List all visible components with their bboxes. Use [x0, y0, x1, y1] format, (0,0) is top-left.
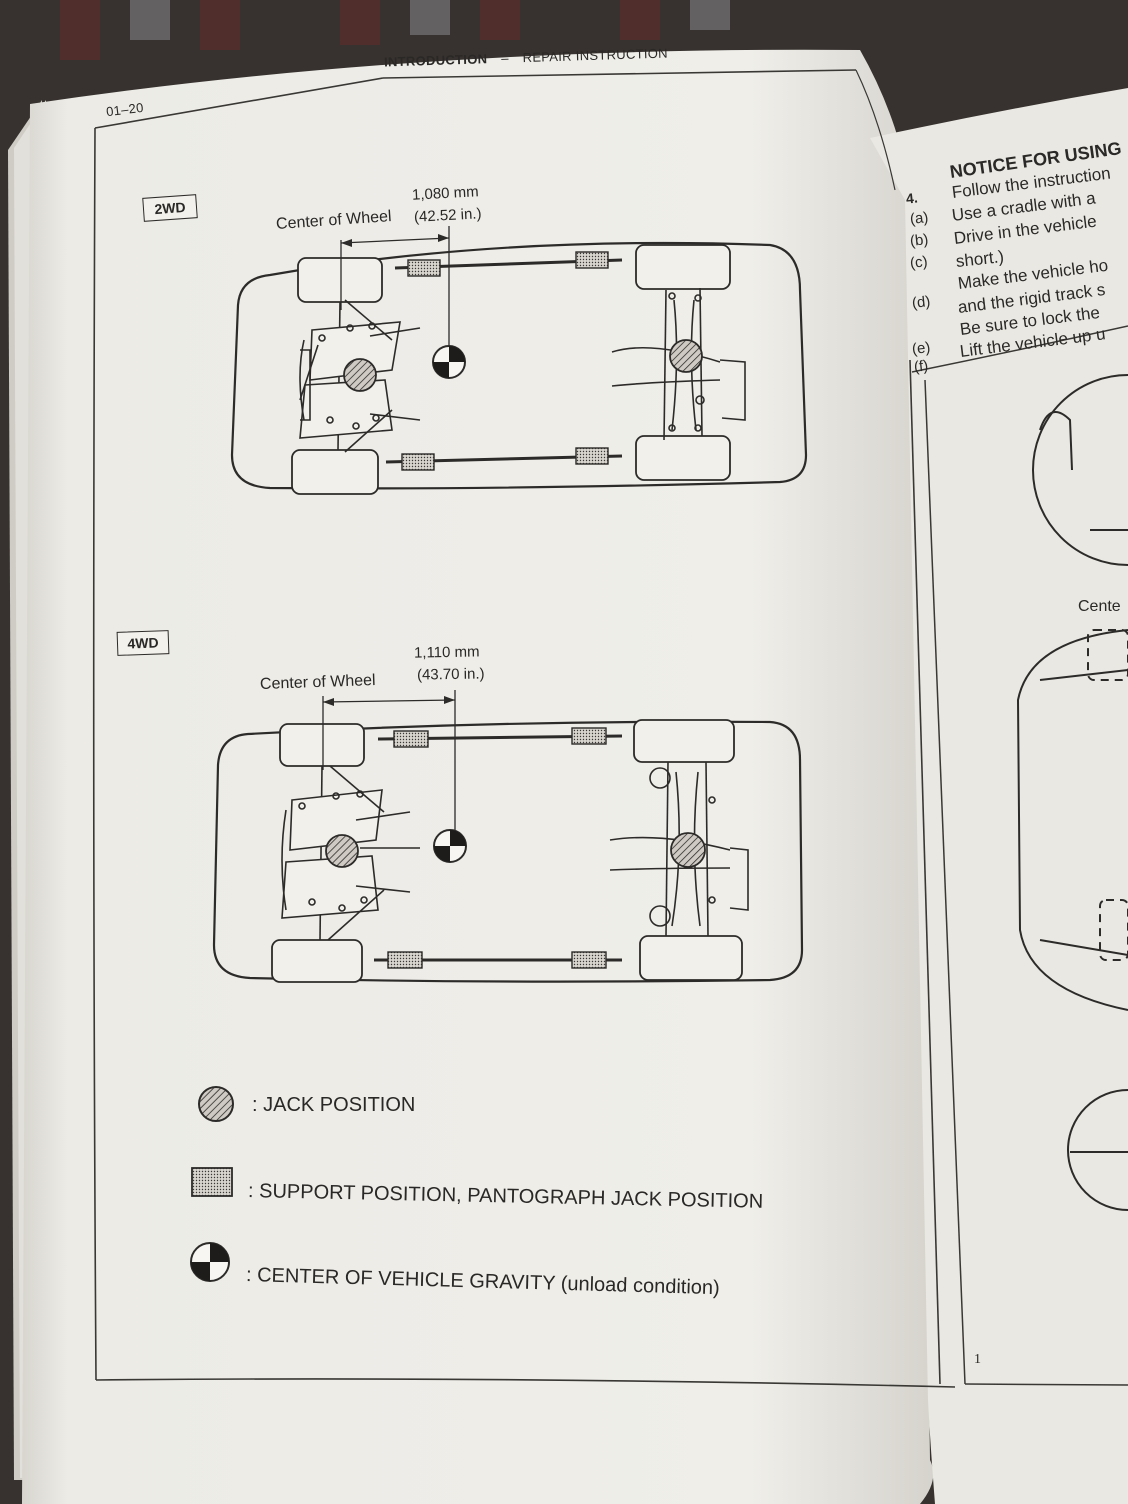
support-pad [401, 453, 435, 471]
jack-point-front [343, 358, 377, 392]
right-page [870, 88, 1128, 1504]
tire-front-left [297, 257, 383, 303]
diagram-4wd [212, 690, 804, 983]
tire-rear-left [635, 244, 731, 290]
right-letter-c: (c) [909, 253, 929, 272]
variant-label-4wd: 4WD [116, 630, 170, 656]
center-of-gravity-mark [433, 829, 467, 863]
vehicle-outline-4wd [212, 720, 804, 983]
jack-point-rear [670, 832, 706, 868]
right-page-figures [1016, 374, 1128, 1211]
jack-point-front [325, 834, 359, 868]
jack-point-rear [669, 339, 703, 373]
tire-front-right [271, 939, 363, 983]
right-letter-f: (f) [913, 357, 930, 376]
header-dash: – [500, 50, 509, 66]
support-pad [407, 259, 441, 277]
support-pad [575, 447, 609, 465]
right-letter-a: (a) [909, 209, 930, 228]
variant-label-2wd: 2WD [142, 194, 198, 222]
legend-jack-position: : JACK POSITION [252, 1094, 416, 1116]
right-figure-label: Cente [1078, 598, 1121, 615]
tire-rear-left [633, 719, 735, 763]
jack-position-icon [198, 1086, 234, 1122]
right-footer-mark: 1 [974, 1352, 981, 1367]
right-letter-e: (e) [911, 339, 932, 358]
tire-rear-right [639, 935, 743, 981]
distance-mm-4wd: 1,110 mm [413, 643, 480, 662]
support-pad [571, 951, 607, 969]
right-letter-d: (d) [911, 293, 932, 312]
support-pad [387, 951, 423, 969]
right-letter-b: (b) [909, 231, 930, 250]
left-page [22, 49, 934, 1504]
support-pad [575, 251, 609, 269]
diagram-2wd [230, 226, 808, 495]
center-of-gravity-icon [190, 1242, 230, 1282]
tire-front-left [279, 723, 365, 767]
fabric-pattern [60, 0, 730, 60]
support-pad [393, 730, 429, 748]
tire-rear-right [635, 435, 731, 481]
center-of-gravity-mark [432, 345, 466, 379]
tire-front-right [291, 449, 379, 495]
distance-in-4wd: (43.70 in.) [416, 665, 485, 684]
support-pad [571, 727, 607, 745]
support-position-icon [191, 1167, 233, 1197]
vehicle-outline-2wd [230, 241, 808, 490]
distance-mm-2wd: 1,080 mm [411, 183, 480, 204]
right-item-number: 4. [905, 189, 919, 207]
distance-in-2wd: (42.52 in.) [413, 205, 482, 226]
